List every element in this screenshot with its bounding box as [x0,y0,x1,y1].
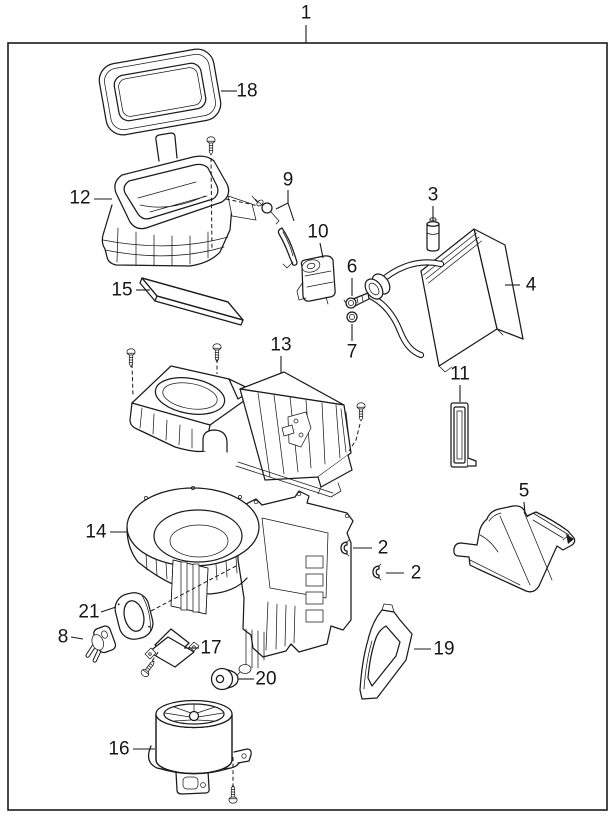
part-4-drawing [343,228,524,373]
callout-14: 14 [85,522,128,543]
callout-number: 7 [347,342,358,363]
part-9-drawing [251,195,298,269]
part-16-drawing [147,699,252,795]
screw-icon [228,784,238,804]
callout-2: 2 [353,538,388,559]
callout-number: 16 [108,739,129,760]
callout-2: 2 [386,563,421,584]
callout-layer: 1 18 12 9 10 3 4 6 7 15 13 11 5 14 2 2 21 8 17 20 19 16 [58,3,537,760]
callout-leader-line [100,606,117,613]
part-20-drawing [210,667,239,691]
callout-number: 21 [78,602,99,623]
callout-8: 8 [58,627,84,648]
part-8-drawing [85,625,117,663]
screw-icon [126,348,136,368]
part-10-drawing [296,255,336,305]
callout-number: 9 [283,170,294,191]
callout-number: 4 [526,275,537,296]
callout-11: 11 [450,364,470,402]
callout-number: 13 [270,335,291,356]
callout-number: 3 [428,185,439,206]
part-14-drawing [126,486,354,680]
callout-12: 12 [69,188,112,209]
callout-number: 20 [255,669,276,690]
callout-1: 1 [301,3,312,43]
part-6-drawing [345,297,357,309]
callout-number: 11 [450,364,470,385]
callout-4: 4 [505,275,537,296]
part-11-drawing [450,402,477,468]
part-2a-drawing [340,539,350,557]
part-18-drawing [98,48,222,136]
callout-number: 12 [69,188,90,209]
callout-number: 2 [411,563,422,584]
diagram-border-frame [7,42,608,811]
callout-7: 7 [347,324,358,363]
part-21-drawing [114,592,154,640]
callout-13: 13 [270,335,292,373]
assembly-dashed-lines [131,157,361,789]
callout-5: 5 [519,481,530,515]
screw-icon [356,402,366,422]
callout-16: 16 [108,739,155,760]
part-7-drawing [346,311,358,323]
callout-18: 18 [221,81,258,102]
callout-number: 5 [519,481,530,502]
part-12-drawing [101,132,257,267]
part-19-drawing [359,603,413,700]
callout-number: 10 [307,222,328,243]
callout-number: 1 [301,3,312,24]
callout-17: 17 [184,638,222,659]
callout-number: 18 [236,81,257,102]
part-17-drawing [144,628,200,668]
part-3-drawing [426,217,440,252]
callout-number: 17 [200,638,221,659]
callout-9: 9 [275,170,295,222]
callout-leader-line [70,636,84,640]
callout-leader-line [287,202,295,222]
callout-20: 20 [238,669,277,690]
callout-leader-line [319,242,324,259]
part-5-drawing [453,505,576,593]
callout-leader-line [523,501,526,515]
callout-number: 2 [378,538,389,559]
part-2b-drawing [372,563,382,581]
part-13-drawing [129,365,353,498]
callout-leader-line [275,202,289,210]
callout-number: 14 [85,522,107,543]
callout-number: 15 [111,280,132,301]
callout-19: 19 [414,639,455,660]
callout-6: 6 [347,257,358,296]
callout-21: 21 [78,602,117,623]
callout-3: 3 [428,185,439,221]
part-15-drawing [139,277,244,326]
callout-10: 10 [307,222,329,259]
callout-number: 8 [58,627,69,648]
callout-number: 19 [433,639,454,660]
screw-icon [139,658,158,679]
callout-15: 15 [111,280,150,301]
callout-number: 6 [347,257,358,278]
screw-icon [206,136,216,156]
